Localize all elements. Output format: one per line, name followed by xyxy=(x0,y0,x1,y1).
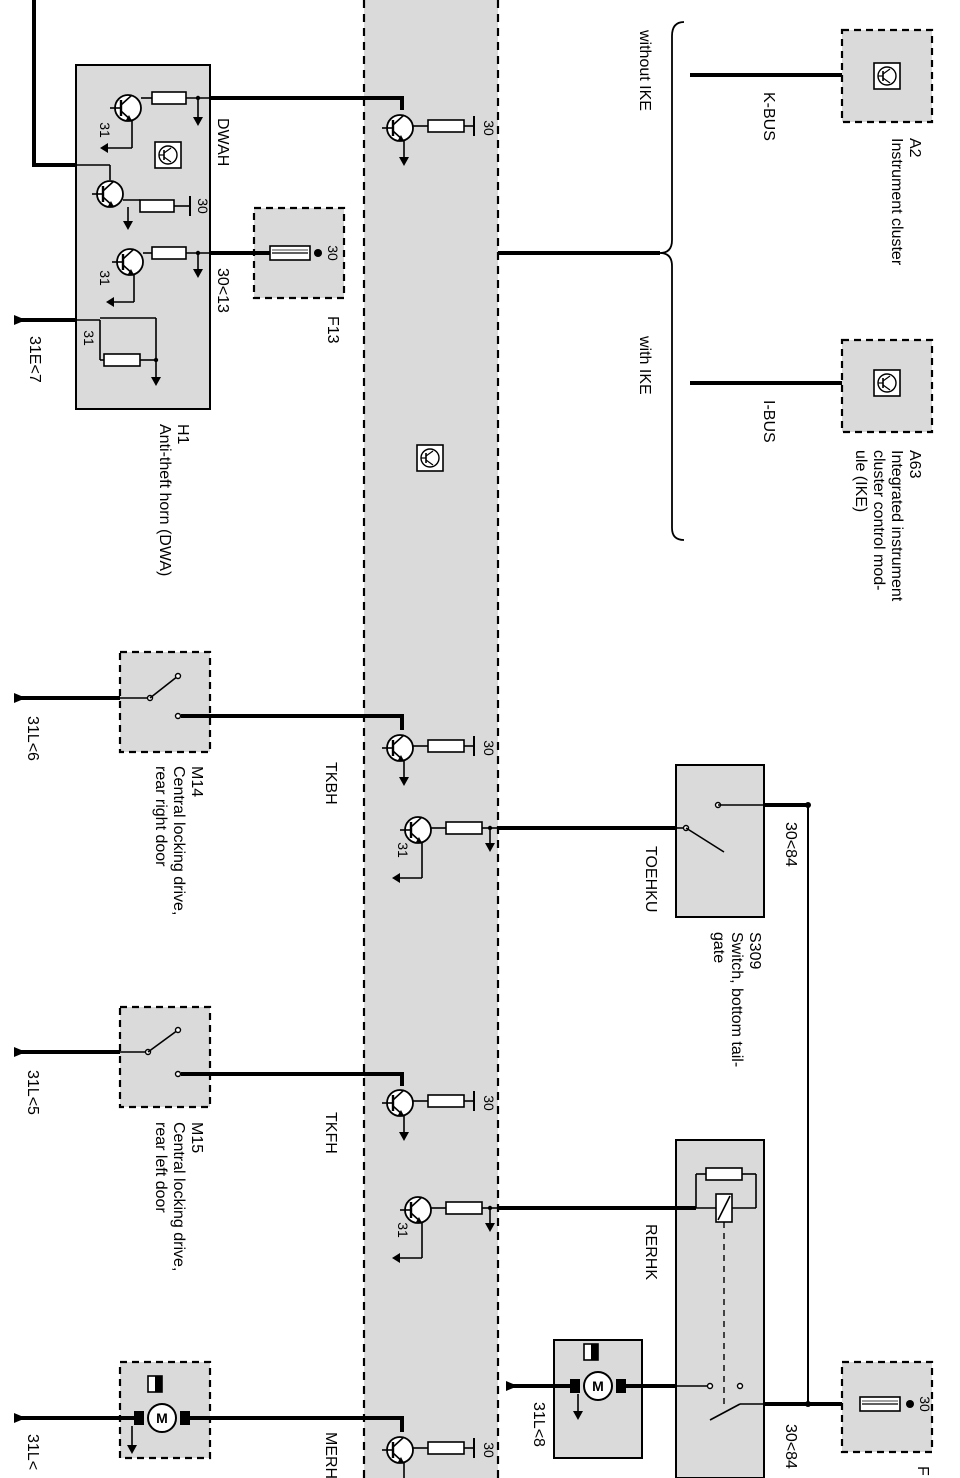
control-unit-pin: 30 xyxy=(481,1442,497,1458)
m15-code: M15 xyxy=(188,1122,205,1153)
h1-pin: 31 xyxy=(97,270,113,286)
bottom-fuse: 30 F xyxy=(840,1360,934,1476)
relay-signal-label: RERHK xyxy=(642,1224,659,1280)
a2-description: Instrument cluster xyxy=(888,138,905,266)
wire-merh xyxy=(190,1416,404,1432)
m15-ground-label: 31L<5 xyxy=(24,1070,41,1115)
tailgate-motor: 31L<8 xyxy=(530,1339,643,1459)
control-unit-strip: 30 30 30 30 31 31 xyxy=(362,0,500,1478)
control-unit-pin: 30 xyxy=(481,740,497,756)
f13-code: F13 xyxy=(324,316,341,344)
tailgate-relay: RERHK xyxy=(642,1139,765,1478)
a63-ike-module: A63 Integrated instrument cluster contro… xyxy=(840,338,934,602)
ground-icon xyxy=(14,693,26,703)
s309-tailgate-switch: TOEHKU 30<84 S309 Switch, bottom tail- g… xyxy=(642,764,799,1067)
m14-description-line: Central locking drive, xyxy=(170,766,187,915)
f13-fuse: 30 F13 xyxy=(252,206,346,344)
bus-with-ike-label: with IKE xyxy=(636,335,653,395)
control-unit-icon xyxy=(873,62,901,90)
bottom-ground-label: 31L< xyxy=(24,1434,41,1470)
a63-description-line: Integrated instrument xyxy=(888,450,905,602)
control-unit-icon xyxy=(154,141,182,169)
h1-pin: 31 xyxy=(81,330,97,346)
h1-anti-theft-horn: 31 30 31 31 DWAH 30<13 31E<7 H1 Anti-the… xyxy=(26,64,231,576)
switch-icon xyxy=(685,827,725,853)
control-unit-pin: 30 xyxy=(481,1095,497,1111)
h1-code: H1 xyxy=(174,424,191,445)
h1-description: Anti-theft horn (DWA) xyxy=(156,424,173,576)
bottom-fuse-pin: 30 xyxy=(917,1396,933,1412)
bottom-door-motor: 31L< MERH xyxy=(24,1360,339,1478)
m14-description-line: rear right door xyxy=(152,766,169,867)
control-unit-pin: 31 xyxy=(395,1222,411,1238)
ground-icon xyxy=(14,1413,26,1423)
f13-pin: 30 xyxy=(325,245,341,261)
m14-ground-label: 31L<6 xyxy=(24,716,41,761)
s309-description-line: Switch, bottom tail- xyxy=(728,932,745,1067)
bottom-signal-label: MERH xyxy=(322,1432,339,1478)
control-unit-pin: 31 xyxy=(395,842,411,858)
s309-code: S309 xyxy=(746,932,763,969)
m14-signal-label: TKBH xyxy=(322,762,339,805)
h1-ground-label: 31E<7 xyxy=(26,336,43,383)
wire-dwah xyxy=(210,96,404,110)
s309-signal-label: TOEHKU xyxy=(642,846,659,912)
kbus-label: K-BUS xyxy=(760,92,777,141)
fuse-icon xyxy=(269,245,311,261)
h1-signal-label: DWAH xyxy=(214,118,231,166)
relay-ground-label: 31L<8 xyxy=(530,1402,547,1447)
a63-description-line: ule (IKE) xyxy=(852,450,869,512)
brace-icon xyxy=(659,21,685,541)
a63-code: A63 xyxy=(906,450,923,479)
relay-feed-label: 30<84 xyxy=(782,1424,799,1469)
ibus-label: I-BUS xyxy=(760,400,777,443)
switch-icon xyxy=(149,675,179,699)
m15-description-line: rear left door xyxy=(152,1122,169,1213)
h1-pin: 30 xyxy=(195,198,211,214)
ground-icon xyxy=(14,315,26,325)
bus-without-ike-label: without IKE xyxy=(636,29,653,111)
h1-feed-label: 30<13 xyxy=(214,268,231,313)
a63-description-line: cluster control mod- xyxy=(870,450,887,591)
switch-icon xyxy=(147,1029,179,1053)
h1-pin: 31 xyxy=(97,122,113,138)
m15-signal-label: TKFH xyxy=(322,1112,339,1154)
wire-tkbh xyxy=(181,714,404,730)
m14-central-locking-drive: 31L<6 TKBH M14 Central locking drive, re… xyxy=(24,650,339,915)
s309-feed-label: 30<84 xyxy=(782,822,799,867)
control-unit-pin: 30 xyxy=(481,120,497,136)
m15-central-locking-drive: 31L<5 TKFH M15 Central locking drive, re… xyxy=(24,1005,339,1271)
wire-tkfh xyxy=(181,1072,404,1086)
a2-instrument-cluster: A2 Instrument cluster xyxy=(840,28,934,266)
ground-icon xyxy=(14,1047,26,1057)
wire-h1-input xyxy=(32,0,76,167)
switch-icon xyxy=(709,1403,741,1421)
control-unit-icon xyxy=(873,369,901,397)
fuse-icon xyxy=(859,1396,901,1412)
bottom-fuse-code: F xyxy=(914,1466,931,1476)
m15-description-line: Central locking drive, xyxy=(170,1122,187,1271)
m14-code: M14 xyxy=(188,766,205,797)
a2-code: A2 xyxy=(906,138,923,158)
s309-description-line: gate xyxy=(710,932,727,963)
control-unit-icon xyxy=(416,444,444,472)
ground-icon xyxy=(506,1381,518,1391)
